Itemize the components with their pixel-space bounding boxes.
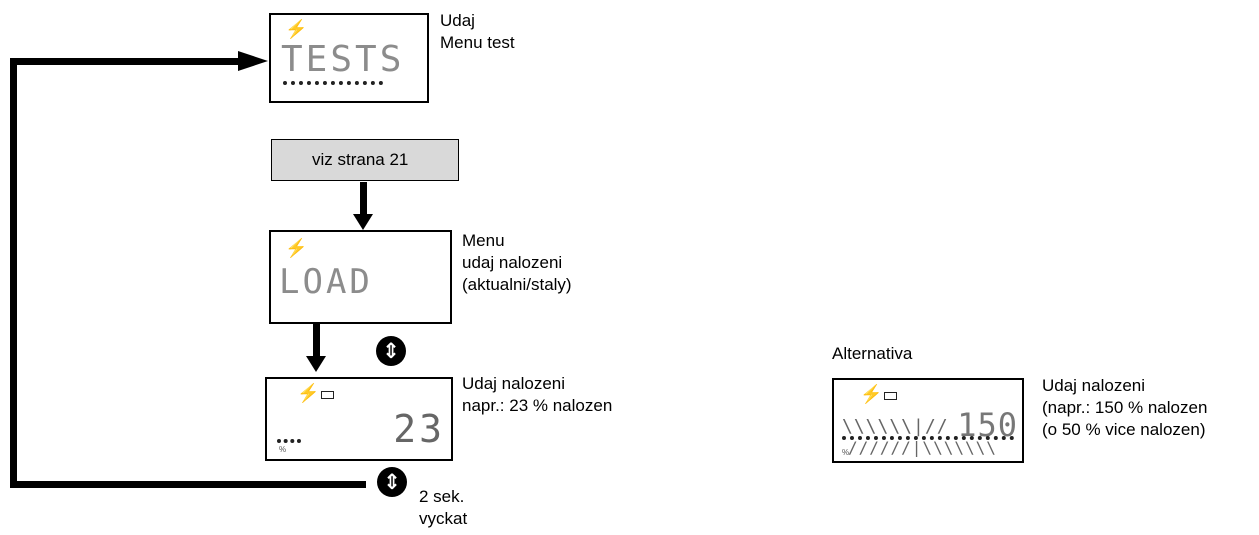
load-label: Menu udaj nalozeni (aktualni/staly) <box>462 231 572 294</box>
bolt-icon: ⚡ <box>285 238 308 258</box>
arrow-shaft-1 <box>360 182 367 216</box>
loop-line-bottom <box>10 481 366 488</box>
loop-line-left <box>10 58 17 488</box>
reference-box: viz strana 21 <box>271 139 459 181</box>
tests-display-text: TESTS <box>281 39 405 80</box>
value-display-number: 23 <box>393 407 445 451</box>
alternative-unit: % <box>842 448 850 457</box>
alternative-title: Alternativa <box>832 344 913 363</box>
loop-line-top <box>10 58 240 65</box>
alternative-display: ⚡ \\\\\\|// 150 //////|\\\\\\\ % <box>832 378 1024 463</box>
value-label: Udaj nalozeni napr.: 23 % nalozen <box>462 374 613 415</box>
up-down-key-icon: ⇕ <box>376 336 406 366</box>
alternative-bar-upper: \\\\\\|// <box>842 416 949 437</box>
wait-label: 2 sek. vyckat <box>419 487 468 528</box>
load-display-text: LOAD <box>279 262 373 302</box>
value-segment-bar <box>277 439 301 447</box>
alternative-bar-lower: //////|\\\\\\\ <box>848 438 997 457</box>
value-display: ⚡ 23 % <box>265 377 453 461</box>
load-display: ⚡ LOAD <box>269 230 452 324</box>
loop-arrowhead <box>238 51 268 71</box>
tests-display: ⚡ TESTS <box>269 13 429 103</box>
bolt-icon: ⚡ <box>297 383 320 403</box>
battery-icon <box>884 392 897 400</box>
battery-icon <box>321 391 334 399</box>
arrowhead-2 <box>306 356 326 372</box>
bolt-icon: ⚡ <box>285 19 308 39</box>
arrow-shaft-2 <box>313 324 320 358</box>
up-down-key-icon-wait: ⇕ <box>377 467 407 497</box>
alternative-segment-bar <box>842 436 1014 444</box>
tests-label: Udaj Menu test <box>440 11 515 52</box>
tests-segment-bar <box>283 81 383 89</box>
alternative-label: Udaj nalozeni (napr.: 150 % nalozen (o 5… <box>1042 376 1208 439</box>
value-unit: % <box>279 445 287 454</box>
arrowhead-1 <box>353 214 373 230</box>
bolt-icon: ⚡ <box>860 384 883 404</box>
